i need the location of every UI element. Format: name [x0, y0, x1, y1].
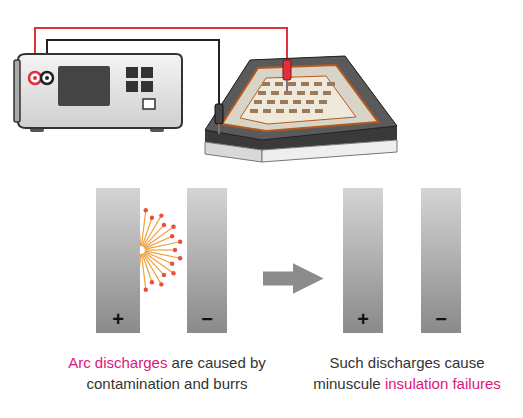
caption-text: contamination and burrs [87, 375, 248, 392]
tester-instrument [14, 54, 182, 132]
battery-pack [205, 56, 397, 162]
electrode-plate: + [343, 188, 383, 333]
transition-arrow [263, 272, 299, 286]
caption-line: minusculeinsulation failures [313, 375, 501, 393]
arc-discharge [136, 208, 183, 292]
polarity-sign: − [435, 309, 447, 333]
electrode-plate: − [187, 188, 227, 333]
highlight-text: Arc discharges [68, 354, 167, 371]
caption-text: are caused by [172, 354, 266, 371]
polarity-sign: − [201, 309, 213, 333]
polarity-sign: + [357, 309, 369, 333]
caption-line: Such discharges cause [329, 354, 484, 372]
electrode-plate: + [96, 188, 140, 333]
test-probes [215, 60, 291, 134]
caption-line: contamination and burrs [87, 375, 248, 393]
caption-line: Arc discharges are caused by [68, 354, 266, 372]
highlight-text: insulation failures [385, 375, 501, 392]
caption-text: Such discharges cause [329, 354, 484, 371]
caption-text: minuscule [313, 375, 381, 392]
electrode-plate: − [421, 188, 461, 333]
polarity-sign: + [112, 309, 124, 333]
